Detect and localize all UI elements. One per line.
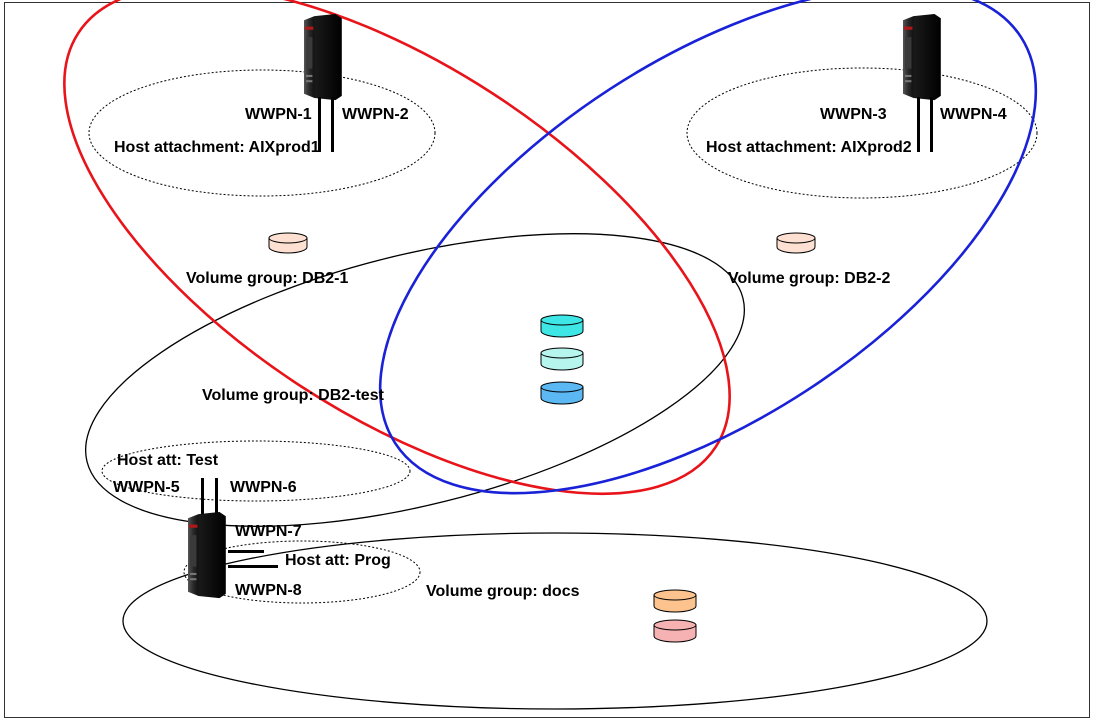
red-host-group-outline (63, 0, 731, 496)
host-att-prog-label: Host att: Prog (285, 552, 391, 569)
volume-group-db2-2-label: Volume group: DB2-2 (728, 270, 891, 287)
disk-volume-icon (653, 619, 697, 643)
disk-volume-icon (540, 347, 584, 371)
disk-volume-icon (540, 381, 584, 405)
wwpn-3-label: WWPN-3 (820, 106, 887, 123)
volume-group-docs-label: Volume group: docs (426, 583, 580, 600)
disk-volume-icon (268, 232, 308, 254)
volume-group-db2-test-outline (84, 233, 746, 527)
host-attachment-aixprod1-label: Host attachment: AIXprod1 (114, 139, 320, 156)
host-attachment-aixprod2-outline (686, 67, 1038, 199)
volume-group-db2-1-label: Volume group: DB2-1 (186, 270, 349, 287)
host-att-test-outline (101, 440, 411, 502)
wwpn-5-label: WWPN-5 (113, 479, 180, 496)
disk-volume-icon (776, 232, 816, 254)
server-aixprod1-icon (304, 14, 342, 152)
host-attachment-aixprod1-outline (88, 69, 436, 197)
wwpn-8-label: WWPN-8 (235, 582, 302, 599)
server-aixprod2-icon (903, 14, 941, 152)
wwpn-7-label: WWPN-7 (235, 523, 302, 540)
host-attachment-aixprod2-label: Host attachment: AIXprod2 (706, 139, 912, 156)
wwpn-2-label: WWPN-2 (342, 106, 409, 123)
wwpn-6-label: WWPN-6 (230, 479, 297, 496)
server-test-prog-icon (188, 478, 278, 599)
disk-volume-icon (540, 314, 584, 338)
disk-volume-icon (653, 589, 697, 613)
host-att-prog-outline (183, 540, 421, 604)
host-att-test-label: Host att: Test (117, 452, 219, 469)
wwpn-4-label: WWPN-4 (940, 106, 1007, 123)
volume-group-docs-outline (122, 532, 988, 710)
wwpn-1-label: WWPN-1 (245, 106, 312, 123)
diagram-border (4, 2, 1090, 718)
volume-group-db2-test-label: Volume group: DB2-test (202, 387, 384, 404)
blue-host-group-outline (378, 0, 1038, 495)
